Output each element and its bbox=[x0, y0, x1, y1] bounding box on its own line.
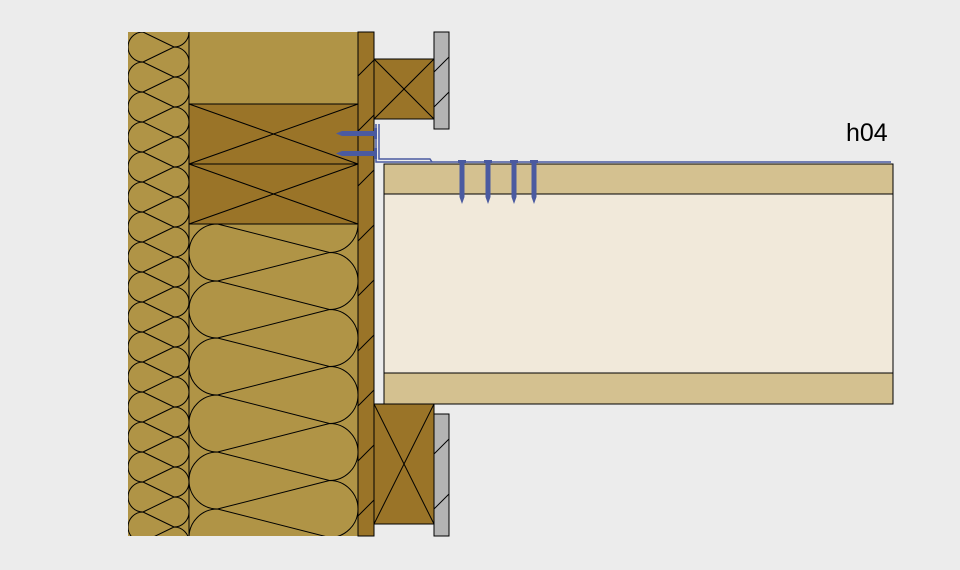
screw-vertical bbox=[510, 160, 518, 204]
screws bbox=[336, 128, 538, 204]
wall-sheathing-board bbox=[357, 31, 375, 537]
floor-slab bbox=[383, 163, 894, 405]
angle-bracket bbox=[375, 124, 891, 163]
upper-cladding-board bbox=[433, 31, 450, 130]
outer-insulation-layer bbox=[128, 32, 189, 536]
lower-batten bbox=[373, 403, 435, 525]
lower-cladding-board bbox=[433, 413, 450, 537]
screw-vertical bbox=[484, 160, 492, 204]
upper-batten bbox=[373, 58, 435, 120]
detail-label: h04 bbox=[846, 119, 888, 147]
screw-vertical bbox=[458, 160, 466, 204]
screw-horizontal bbox=[336, 148, 377, 159]
screw-horizontal bbox=[336, 128, 377, 139]
screw-vertical bbox=[530, 160, 538, 204]
timber-header-beam bbox=[188, 103, 359, 225]
